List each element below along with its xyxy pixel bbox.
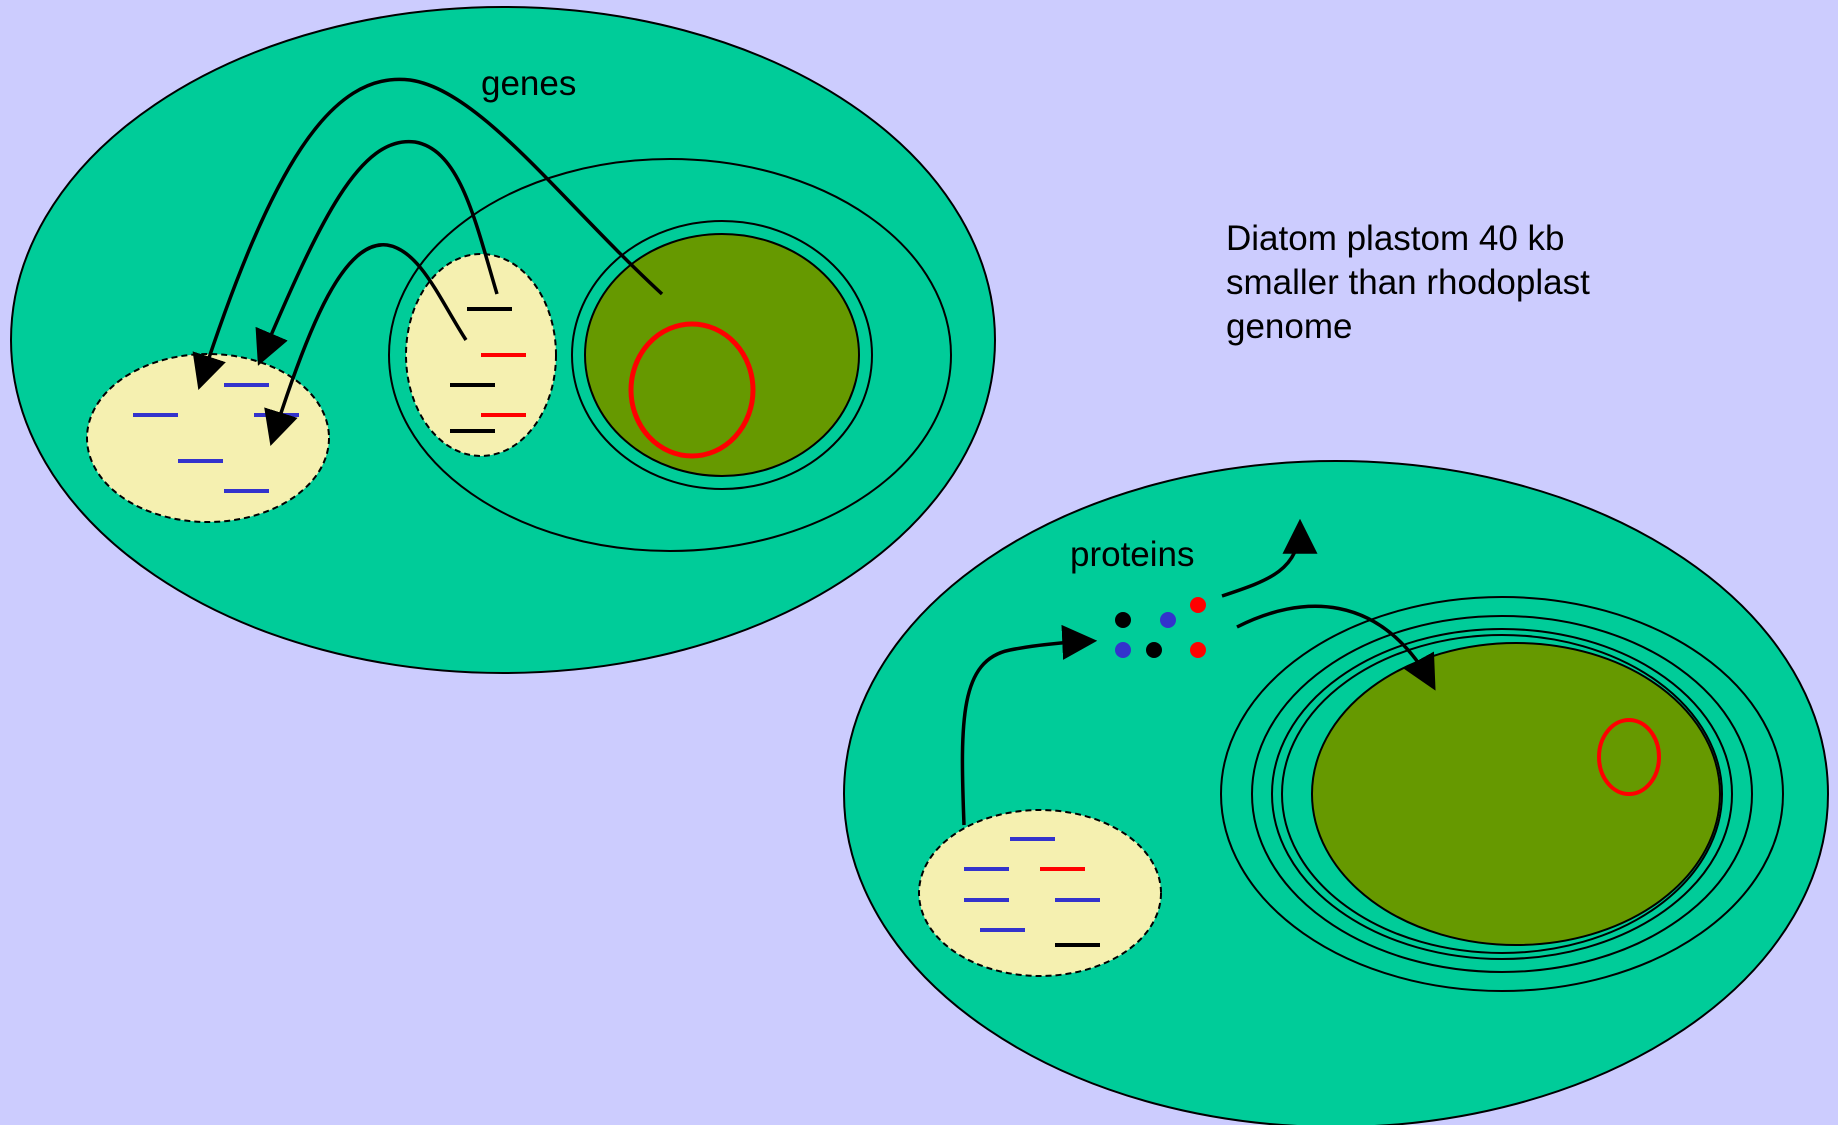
note-line-1: Diatom plastom 40 kb xyxy=(1226,219,1564,258)
protein-black xyxy=(1146,642,1162,658)
protein-black xyxy=(1115,612,1131,628)
protein-blue xyxy=(1160,612,1176,628)
protein-red xyxy=(1190,597,1206,613)
complex-plastid xyxy=(1221,597,1783,991)
endosymbiont-nucleus xyxy=(406,254,556,456)
diatom-note: Diatom plastom 40 kb smaller than rhodop… xyxy=(1226,219,1590,346)
note-line-3: genome xyxy=(1226,307,1352,346)
genes-label: genes xyxy=(481,64,576,103)
protein-blue xyxy=(1115,642,1131,658)
host-nucleus-bottom xyxy=(919,810,1161,976)
plastid-top-inner-membrane xyxy=(585,234,859,476)
plastid-top xyxy=(572,221,872,489)
host-cell-top: genes xyxy=(11,7,995,673)
note-line-2: smaller than rhodoplast xyxy=(1226,263,1590,302)
host-nucleus-bottom-envelope xyxy=(919,810,1161,976)
protein-red xyxy=(1190,642,1206,658)
proteins-label: proteins xyxy=(1070,535,1195,574)
host-cell-bottom: proteins xyxy=(844,461,1828,1125)
plastid-stroma xyxy=(1312,643,1720,945)
